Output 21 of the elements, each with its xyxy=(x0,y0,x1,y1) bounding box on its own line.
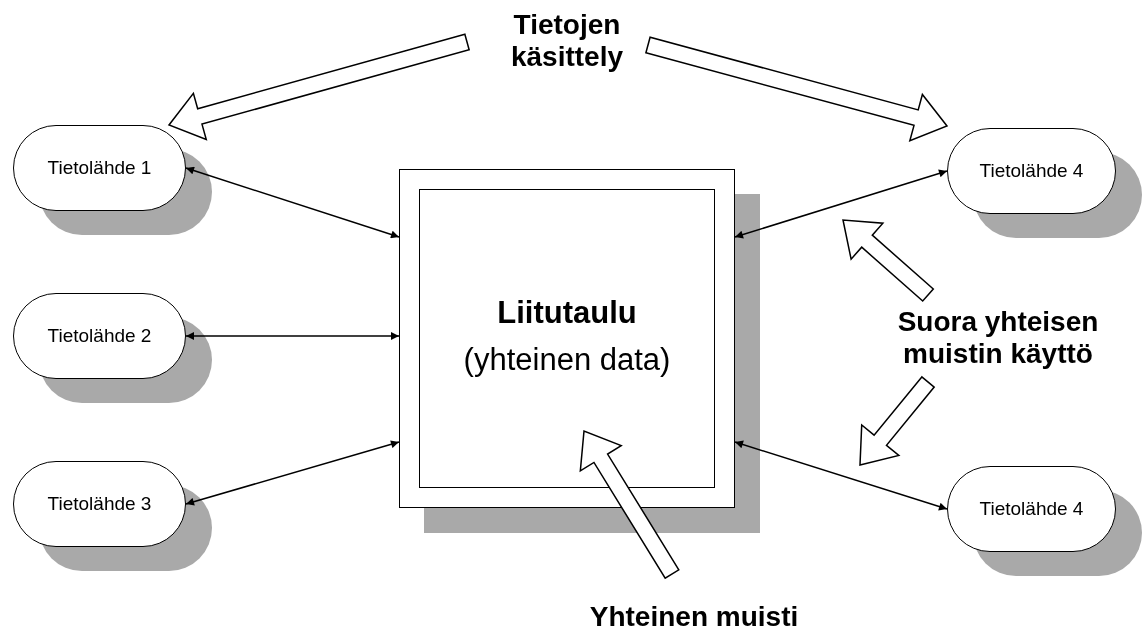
node-label: Tietolähde 1 xyxy=(47,155,152,180)
arrow xyxy=(734,169,948,239)
annotation-text: Tietojen käsittely xyxy=(509,8,625,74)
node-label: Tietolähde 3 xyxy=(47,491,152,516)
blackboard-box xyxy=(399,169,735,508)
node-label: Tietolähde 4 xyxy=(979,496,1084,521)
node-label: Tietolähde 2 xyxy=(47,323,152,348)
block-arrow xyxy=(579,429,680,580)
node-body: (yhteinen data) xyxy=(463,340,671,379)
block-arrow xyxy=(842,219,935,303)
block-arrow xyxy=(859,375,936,466)
node-heading: Liitutaulu xyxy=(497,294,637,332)
arrow xyxy=(185,332,400,340)
arrow xyxy=(185,440,400,506)
arrow xyxy=(734,440,948,511)
arrow xyxy=(185,166,400,239)
block-arrow xyxy=(645,36,949,143)
node-label: Tietolähde 4 xyxy=(979,158,1084,183)
annotation-text: Yhteinen muisti xyxy=(589,600,799,634)
block-arrow xyxy=(167,33,471,141)
annotation-text: Suora yhteisen muistin käyttö xyxy=(896,305,1100,371)
